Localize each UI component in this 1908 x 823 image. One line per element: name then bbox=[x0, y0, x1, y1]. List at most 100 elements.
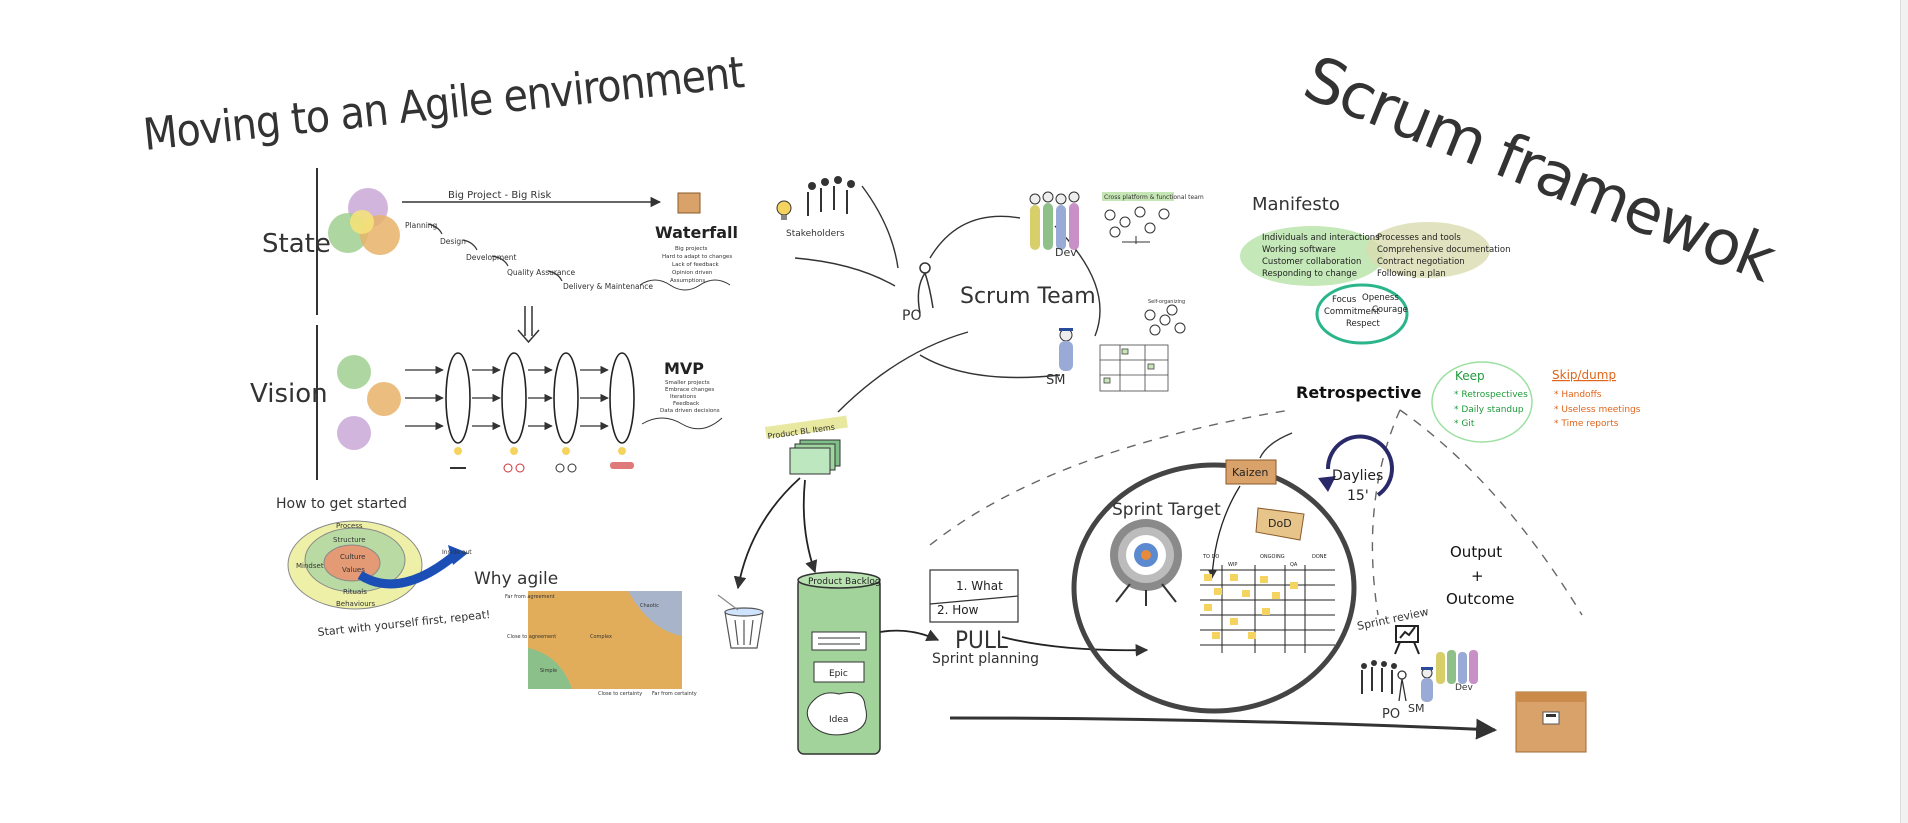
stacey-labels: Far from agreement Close to agreement Cl… bbox=[505, 594, 697, 697]
stakeholders-label: Stakeholders bbox=[786, 229, 845, 239]
stakeholders-group-icon bbox=[807, 176, 855, 216]
keep-items: * Retrospectives * Daily standup * Git bbox=[1454, 390, 1528, 429]
vehicle-icons bbox=[450, 447, 634, 473]
sm-label: SM bbox=[1046, 373, 1065, 388]
waterfall-squiggle bbox=[639, 279, 731, 291]
inside-out-label: Inside out bbox=[442, 549, 472, 556]
product-owner-figure bbox=[917, 262, 934, 314]
why-agile-title: Why agile bbox=[474, 569, 558, 589]
dod-label: DoD bbox=[1268, 517, 1292, 530]
svg-text:Openess: Openess bbox=[1362, 293, 1399, 303]
svg-text:TO DO: TO DO bbox=[1202, 554, 1219, 560]
team-doodles bbox=[1104, 206, 1170, 244]
vertical-scrollbar[interactable] bbox=[1900, 0, 1908, 823]
review-dev-label: Dev bbox=[1455, 683, 1473, 693]
output-plus: + bbox=[1471, 567, 1484, 585]
how-to-start-footer: Start with yourself first, repeat! bbox=[317, 608, 491, 639]
inside-out-arrow bbox=[357, 551, 458, 589]
sprint-board-stickies bbox=[1204, 574, 1298, 639]
keep-title: Keep bbox=[1455, 369, 1485, 383]
retro-connector bbox=[1259, 432, 1293, 459]
svg-text:* Daily standup: * Daily standup bbox=[1454, 405, 1524, 415]
svg-text:Structure: Structure bbox=[333, 536, 366, 544]
product-increment-box-icon bbox=[1515, 691, 1587, 753]
po-label: PO bbox=[902, 308, 921, 324]
keep-circle bbox=[1431, 361, 1533, 443]
svg-text:Individuals and interactions: Individuals and interactions bbox=[1262, 233, 1380, 243]
svg-text:Feedback: Feedback bbox=[673, 401, 700, 407]
culture-ring-labels: Process Structure Culture Values Mindset… bbox=[296, 522, 376, 608]
cross-functional-highlight bbox=[1102, 192, 1174, 201]
planning-what: 1. What bbox=[956, 579, 1003, 593]
how-to-start-title: How to get started bbox=[276, 496, 407, 512]
presentation-board-icon bbox=[1394, 625, 1420, 655]
planning-box bbox=[929, 569, 1019, 623]
svg-text:Big projects: Big projects bbox=[675, 246, 708, 252]
svg-text:Customer collaboration: Customer collaboration bbox=[1262, 257, 1361, 267]
svg-text:Process: Process bbox=[336, 522, 363, 530]
sprint-planning-label: Sprint planning bbox=[932, 651, 1039, 667]
sprint-board-headers: TO DO WIP ONGOING QA DONE bbox=[1202, 554, 1327, 568]
output-label: Output bbox=[1450, 543, 1502, 561]
svg-text:Smaller projects: Smaller projects bbox=[665, 380, 710, 386]
manifesto-left-highlight bbox=[1240, 226, 1384, 286]
scrum-team-title: Scrum Team bbox=[960, 284, 1096, 309]
vision-label: Vision bbox=[250, 379, 328, 409]
sprint-target-icon bbox=[1110, 519, 1182, 606]
vision-team-blobs bbox=[337, 355, 401, 450]
manifesto-right-items: Processes and tools Comprehensive docume… bbox=[1377, 233, 1510, 279]
svg-text:Commitment: Commitment bbox=[1324, 307, 1380, 317]
trash-bin-icon bbox=[717, 594, 764, 649]
svg-text:Assumptions: Assumptions bbox=[670, 278, 705, 284]
review-stakeholders-icon bbox=[1361, 660, 1397, 694]
sm-board-sketch bbox=[1099, 344, 1169, 392]
pull-label: PULL bbox=[955, 626, 1008, 654]
manifesto-title: Manifesto bbox=[1252, 194, 1340, 215]
svg-text:QA: QA bbox=[1290, 562, 1298, 568]
planning-how: 2. How bbox=[937, 603, 979, 617]
svg-text:Following a plan: Following a plan bbox=[1377, 269, 1446, 279]
svg-text:WIP: WIP bbox=[1228, 562, 1237, 568]
lightbulb-icon bbox=[776, 200, 792, 220]
dev-team-figures bbox=[1029, 191, 1080, 250]
svg-text:Delivery & Maintenance: Delivery & Maintenance bbox=[563, 282, 653, 291]
svg-text:Close to agreement: Close to agreement bbox=[507, 634, 556, 640]
sprint-target-title: Sprint Target bbox=[1112, 500, 1221, 520]
scrum-values-circle bbox=[1315, 283, 1409, 345]
mvp-squiggle bbox=[641, 417, 723, 430]
scrum-values: Focus Openess Commitment Courage Respect bbox=[1324, 293, 1408, 329]
svg-text:Working software: Working software bbox=[1262, 245, 1336, 255]
review-po-label: PO bbox=[1382, 707, 1400, 722]
waterfall-title: Waterfall bbox=[655, 223, 738, 242]
dev-label: Dev bbox=[1055, 246, 1077, 259]
scrum-team-connectors bbox=[794, 185, 1101, 413]
stacey-matrix bbox=[528, 591, 682, 689]
pbi-cards bbox=[789, 439, 841, 475]
svg-text:ONGOING: ONGOING bbox=[1260, 554, 1285, 560]
svg-text:* Time reports: * Time reports bbox=[1554, 419, 1619, 429]
svg-text:* Useless meetings: * Useless meetings bbox=[1554, 405, 1641, 415]
product-backlog-title: Product Backlog bbox=[808, 577, 881, 587]
svg-text:Processes and tools: Processes and tools bbox=[1377, 233, 1461, 243]
kaizen-card bbox=[1225, 459, 1277, 485]
svg-text:Contract negotiation: Contract negotiation bbox=[1377, 257, 1465, 267]
transition-double-arrow bbox=[517, 306, 540, 344]
review-sm-figure bbox=[1421, 667, 1433, 702]
skip-title: Skip/dump bbox=[1552, 368, 1616, 382]
iteration-arrows bbox=[405, 365, 609, 431]
delivery-arrow bbox=[949, 716, 1498, 740]
svg-text:* Retrospectives: * Retrospectives bbox=[1454, 390, 1528, 400]
waterfall-step-arrows bbox=[427, 223, 563, 282]
svg-text:Values: Values bbox=[342, 566, 365, 574]
svg-text:Hard to adapt to changes: Hard to adapt to changes bbox=[662, 254, 732, 260]
svg-text:Design: Design bbox=[440, 237, 466, 246]
kaizen-arrow bbox=[1207, 485, 1241, 579]
svg-text:Planning: Planning bbox=[405, 221, 438, 230]
svg-text:Responding to change: Responding to change bbox=[1262, 269, 1357, 279]
waterfall-notes: Big projects Hard to adapt to changes La… bbox=[662, 246, 732, 284]
sprint-dashed-outline bbox=[929, 409, 1583, 616]
dailies-time: 15' bbox=[1347, 488, 1369, 504]
backlog-arrows bbox=[733, 477, 1149, 657]
sprint-cycle-circle bbox=[1071, 462, 1357, 714]
